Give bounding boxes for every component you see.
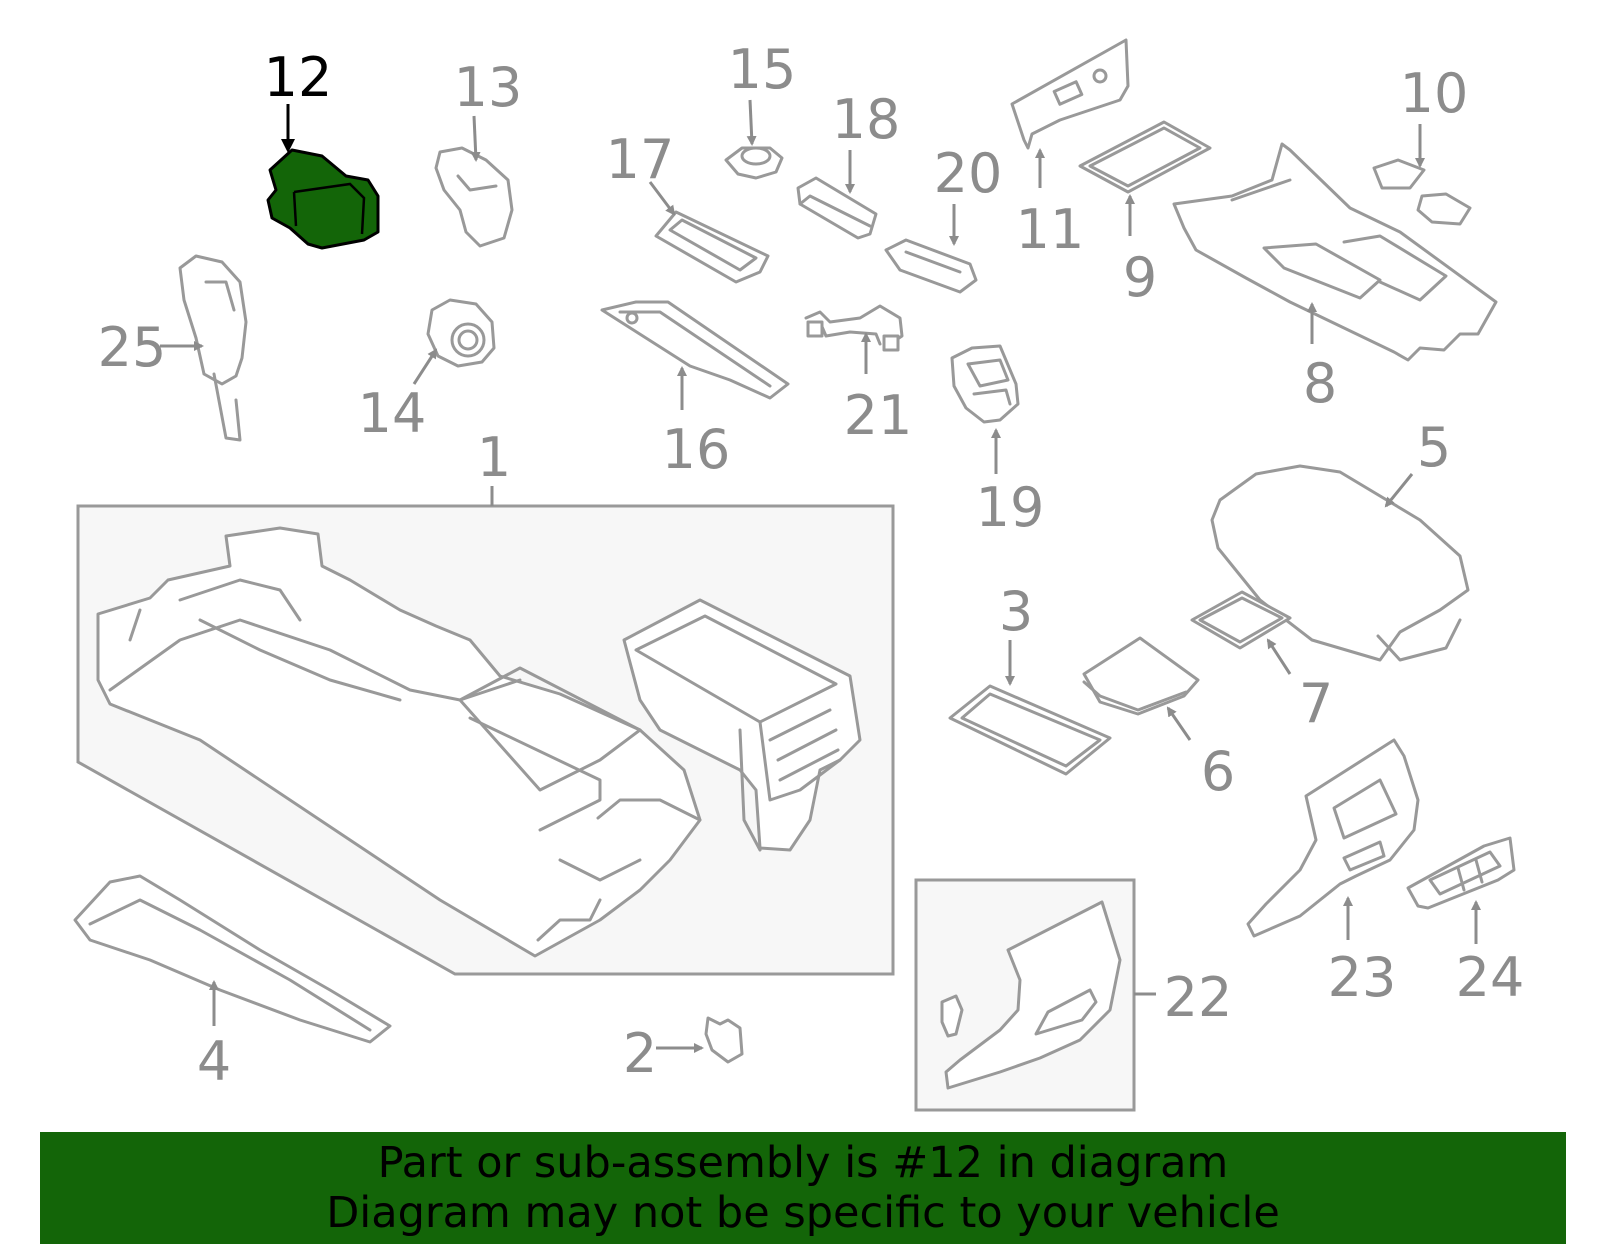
part-7-pad [1190, 590, 1292, 650]
callout-4: 4 [197, 1030, 231, 1093]
callout-3: 3 [999, 580, 1033, 643]
callout-5: 5 [1417, 416, 1451, 479]
part-3-mat [948, 684, 1112, 776]
part-2-clip [704, 1016, 744, 1064]
part-20-part [884, 238, 978, 294]
callout-11: 11 [1016, 198, 1085, 261]
part-6-pad [1082, 636, 1200, 716]
part-11-part [1010, 38, 1130, 150]
callout-18: 18 [832, 88, 901, 151]
callout-19: 19 [976, 476, 1045, 539]
banner-line-part: Part or sub-assembly is #12 in diagram [377, 1138, 1229, 1188]
callout-22: 22 [1164, 966, 1233, 1029]
part-1-console-body [96, 526, 702, 958]
part-9-mat [1078, 120, 1212, 194]
part-24-switch-panel [1406, 836, 1516, 910]
callout-10: 10 [1400, 62, 1469, 125]
callout-25: 25 [98, 316, 167, 379]
banner-line-disclaimer: Diagram may not be specific to your vehi… [326, 1188, 1280, 1238]
part-16-part [600, 300, 790, 400]
part-23-bezel [1246, 738, 1420, 938]
part-19-switch [950, 344, 1020, 424]
callout-12: 12 [264, 46, 333, 109]
part-1-storage-bin [622, 598, 862, 852]
part-18-part [796, 176, 878, 240]
callout-1: 1 [477, 426, 511, 489]
callout-16: 16 [662, 418, 731, 481]
part-13-bracket [434, 146, 514, 248]
callout-14: 14 [358, 382, 427, 445]
callout-21: 21 [844, 384, 913, 447]
part-12-highlighted [266, 148, 380, 250]
callout-17: 17 [606, 128, 675, 191]
part-21-wire-harness [804, 304, 904, 352]
callout-20: 20 [934, 142, 1003, 205]
callout-15: 15 [728, 38, 797, 101]
callout-23: 23 [1328, 946, 1397, 1009]
part-22-bezel [940, 900, 1122, 1090]
part-17-part [654, 210, 770, 284]
part-8-console-panel [1172, 142, 1498, 362]
part-10-part [1372, 158, 1472, 226]
callout-8: 8 [1303, 352, 1337, 415]
notice-banner: Part or sub-assembly is #12 in diagram D… [40, 1132, 1566, 1244]
part-25-shift-knob [178, 254, 248, 442]
callout-2: 2 [623, 1022, 657, 1085]
callout-24: 24 [1456, 946, 1525, 1009]
callout-6: 6 [1201, 740, 1235, 803]
callout-13: 13 [454, 56, 523, 119]
part-4-trim-strip [73, 874, 392, 1044]
callout-9: 9 [1123, 246, 1157, 309]
part-15-part [724, 146, 784, 180]
part-14-knob [426, 298, 496, 368]
callout-7: 7 [1299, 672, 1333, 735]
